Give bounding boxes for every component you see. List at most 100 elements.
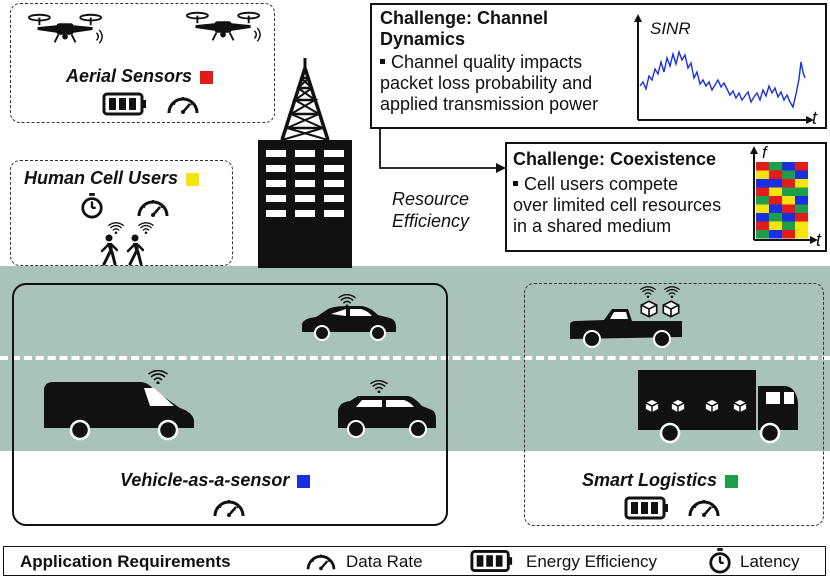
package-icon (704, 398, 720, 414)
resource-block (795, 179, 808, 188)
package-icon (670, 398, 686, 414)
vehicle-as-a-sensor-label: Vehicle-as-a-sensor (120, 470, 311, 491)
speedometer-icon (304, 549, 338, 573)
suv-icon (338, 396, 436, 438)
resource-block (769, 230, 782, 239)
resource-block (769, 213, 782, 222)
resource-efficiency-label: Resource Efficiency (392, 189, 470, 231)
wifi-signal-icon (108, 222, 124, 234)
legend-data-rate: Data Rate (346, 552, 423, 571)
challenge-coexistence-body: Cell users compete over limited cell res… (513, 174, 722, 236)
battery-icon (102, 92, 148, 116)
resource-block (756, 187, 769, 196)
vehicle-color-swatch (297, 474, 311, 488)
resource-block (782, 230, 795, 239)
sinr-time-label: t (812, 108, 818, 128)
pickup-truck-icon (570, 309, 682, 348)
resource-block (782, 221, 795, 230)
legend-energy-efficiency: Energy Efficiency (526, 552, 658, 571)
sinr-plot: SINR t (634, 14, 818, 128)
package-icon (640, 300, 658, 318)
wifi-signal-icon (640, 286, 656, 298)
stopwatch-icon (708, 548, 732, 574)
challenge-coexistence-title: Challenge: Coexistence (513, 149, 717, 169)
resource-block (756, 179, 769, 188)
human-cell-users-label: Human Cell Users (24, 168, 200, 189)
wifi-signal-icon (148, 370, 168, 384)
delivery-truck-icon (638, 370, 798, 444)
resource-block (795, 170, 808, 179)
resource-block (769, 204, 782, 213)
wifi-signal-icon (370, 380, 388, 393)
battery-icon (470, 549, 514, 573)
resource-block (756, 170, 769, 179)
resource-block (782, 196, 795, 205)
resource-block (756, 213, 769, 222)
resource-block (795, 162, 808, 171)
package-icon (732, 398, 748, 414)
smart-logistics-label: Smart Logistics (582, 470, 739, 491)
resource-block (756, 230, 769, 239)
human-color-swatch (186, 172, 200, 186)
battery-icon (624, 496, 670, 520)
resource-block (782, 162, 795, 171)
aerial-sensors-label: Aerial Sensors (66, 66, 214, 87)
resource-block (769, 196, 782, 205)
application-requirements-legend: Application Requirements Data Rate Energ… (3, 546, 826, 576)
resource-block (756, 162, 769, 171)
resource-block (769, 187, 782, 196)
wifi-signal-icon (138, 222, 154, 234)
resource-block (782, 179, 795, 188)
challenge-channel-title: Challenge: Channel Dynamics (380, 8, 549, 49)
legend-title: Application Requirements (20, 552, 231, 571)
lane-divider (0, 356, 830, 360)
aerial-color-swatch (200, 70, 214, 84)
resource-block (769, 162, 782, 171)
cell-tower-icon (280, 58, 330, 141)
pedestrian-icon (98, 234, 118, 266)
van-icon (44, 382, 194, 441)
wifi-signal-icon (664, 286, 680, 298)
resource-block (795, 213, 808, 222)
resource-block (769, 179, 782, 188)
logistics-color-swatch (725, 474, 739, 488)
resource-block (756, 204, 769, 213)
resource-block (795, 221, 808, 230)
resource-block (795, 204, 808, 213)
resource-block (782, 170, 795, 179)
challenge-channel-card (370, 3, 827, 129)
resource-block (756, 221, 769, 230)
resource-block (782, 213, 795, 222)
resource-block (795, 196, 808, 205)
car-icon (302, 306, 396, 341)
vehicle-as-a-sensor-group (12, 283, 448, 526)
wifi-signal-icon (704, 382, 720, 394)
building-icon (258, 140, 352, 268)
resource-block (769, 170, 782, 179)
package-icon (644, 398, 660, 414)
legend-latency: Latency (740, 552, 800, 571)
coexistence-plot: f t (750, 143, 822, 250)
resource-block (795, 230, 808, 239)
connector-arrow (379, 128, 506, 173)
smart-logistics-group (524, 283, 824, 526)
wifi-signal-icon (644, 382, 660, 394)
drone-icon (28, 10, 104, 48)
resource-block (756, 196, 769, 205)
stopwatch-icon (80, 193, 104, 219)
frequency-axis-label: f (762, 143, 769, 162)
wifi-signal-icon (338, 294, 356, 307)
human-cell-users-group (10, 160, 233, 266)
speedometer-icon (686, 494, 722, 520)
resource-block (795, 187, 808, 196)
wifi-signal-icon (732, 382, 748, 394)
sinr-axis-label: SINR (650, 19, 691, 38)
wifi-signal-icon (672, 382, 688, 394)
resource-block (782, 187, 795, 196)
aerial-sensors-group (10, 3, 275, 123)
resource-block (782, 204, 795, 213)
resource-block (769, 221, 782, 230)
pedestrian-icon (124, 234, 144, 266)
speedometer-icon (135, 194, 171, 220)
drone-icon (186, 8, 262, 46)
